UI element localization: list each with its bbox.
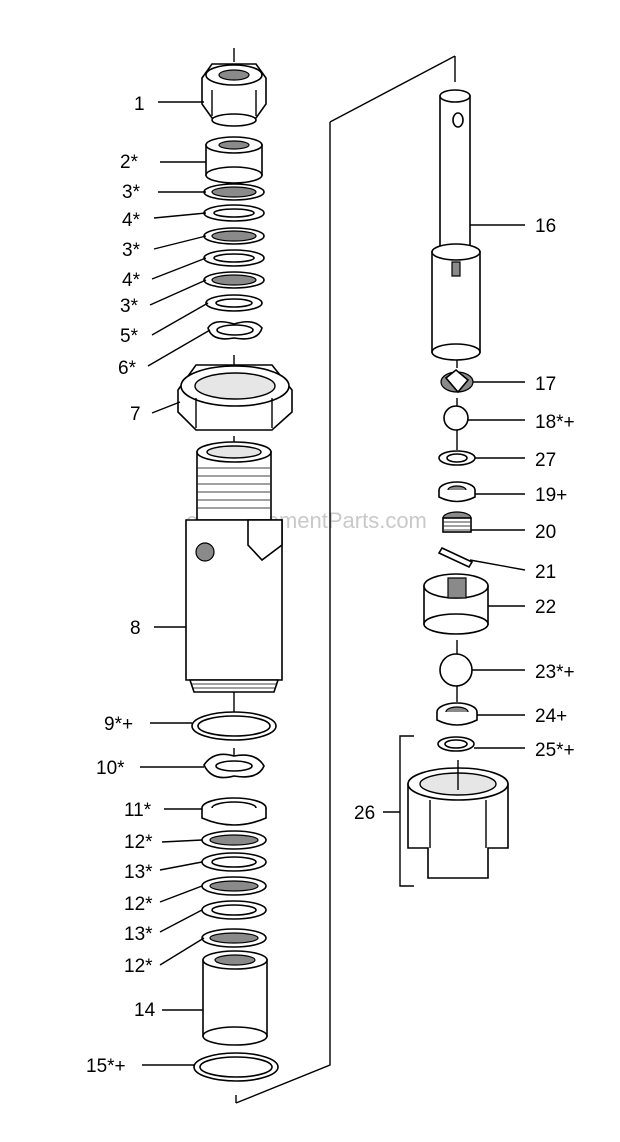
part-8-cylinder [185, 441, 283, 693]
label-25: 25*+ [535, 740, 575, 761]
part-17-ball-guide [440, 368, 474, 394]
label-8: 8 [130, 618, 141, 639]
label-20: 20 [535, 522, 556, 543]
part-21-pin [437, 546, 474, 569]
label-4a: 4* [122, 210, 141, 231]
part-18-ball [443, 405, 469, 431]
part-22-valve-housing [423, 573, 489, 635]
label-6: 6* [118, 358, 137, 379]
label-17: 17 [535, 374, 556, 395]
part-9-o-ring [191, 711, 277, 741]
part-25-o-ring [437, 736, 475, 752]
label-22: 22 [535, 597, 556, 618]
label-19: 19+ [535, 485, 567, 506]
assembly-boundary-line [235, 55, 456, 1104]
label-24: 24+ [535, 706, 567, 727]
label-7: 7 [130, 404, 141, 425]
part-1-packing-nut [201, 63, 267, 127]
bracket-26 [399, 735, 414, 887]
label-12b: 12* [124, 894, 153, 915]
part-26-foot-valve-housing [407, 760, 509, 879]
part-24-seat [436, 702, 478, 726]
label-4b: 4* [122, 270, 141, 291]
part-23-ball [439, 653, 473, 687]
label-12a: 12* [124, 832, 153, 853]
part-2-gland [205, 136, 263, 184]
label-15: 15*+ [86, 1056, 126, 1077]
part-14-gland [202, 950, 268, 1046]
label-27: 27 [535, 450, 556, 471]
part-10-spring [203, 753, 265, 779]
part-19-seat [438, 481, 476, 503]
label-16: 16 [535, 216, 556, 237]
label-3a: 3* [122, 182, 141, 203]
label-3b: 3* [122, 240, 141, 261]
part-labels: 1 2* 3* 4* 3* 4* 3* 5* 6* 7 8 9*+ 10* 11… [86, 94, 575, 1077]
part-15-o-ring [193, 1052, 279, 1082]
packing-stack-upper [203, 183, 265, 340]
label-3c: 3* [120, 296, 139, 317]
packing-stack-lower [201, 797, 267, 948]
label-11: 11* [124, 800, 152, 821]
part-27-washer [438, 450, 476, 466]
part-7-jam-nut [177, 364, 293, 431]
label-18: 18*+ [535, 412, 575, 433]
label-13a: 13* [124, 862, 153, 883]
label-14: 14 [134, 1000, 156, 1021]
label-13b: 13* [124, 924, 153, 945]
label-10: 10* [96, 758, 125, 779]
label-12c: 12* [124, 956, 153, 977]
part-16-displacement-rod [431, 89, 481, 361]
label-1: 1 [134, 94, 145, 115]
label-23: 23*+ [535, 662, 575, 683]
label-9: 9*+ [104, 714, 133, 735]
part-20-seat-retainer [442, 511, 472, 533]
label-5: 5* [120, 326, 139, 347]
leader-lines [140, 101, 526, 1066]
label-26: 26 [354, 803, 375, 824]
label-21: 21 [535, 562, 556, 583]
label-2: 2* [120, 152, 139, 173]
